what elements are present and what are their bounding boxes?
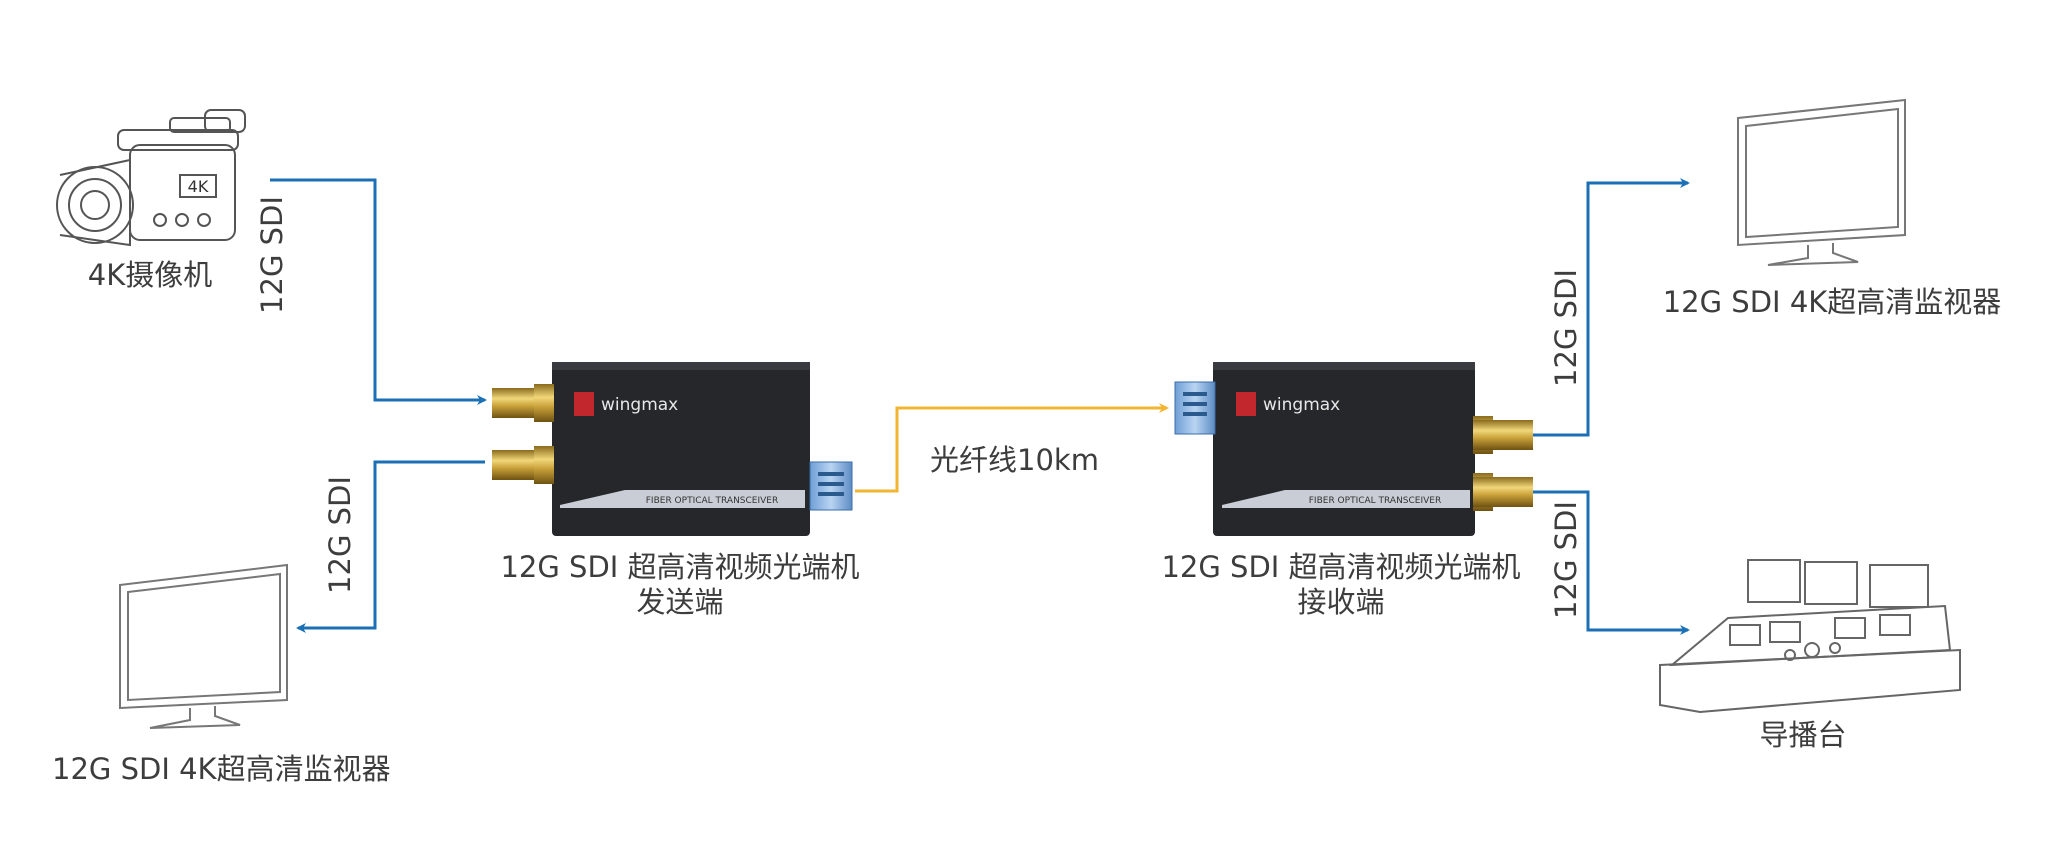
monitor-right-icon [1737,98,1906,266]
camera-label: 4K摄像机 [87,258,213,292]
receiver-caption: 12G SDI 超高清视频光端机 接收端 [1161,550,1520,620]
monitor-left-label: 12G SDI 4K超高清监视器 [52,752,391,786]
fiber-label: 光纤线10km [930,443,1099,477]
link-camera-to-transmitter [270,178,487,405]
transmitter-subtitle: 发送端 [636,584,724,619]
link-receiver-to-console [1530,490,1690,635]
transmitter-caption: 12G SDI 超高清视频光端机 发送端 [500,550,859,620]
camera-badge: 4K [188,177,209,196]
rx-to-console-label: 12G SDI [1549,501,1583,619]
receiver-device [1174,362,1533,536]
link-transmitter-to-monitor [296,460,485,633]
monitor-right-label: 12G SDI 4K超高清监视器 [1662,285,2002,319]
rx-to-monitor-label: 12G SDI [1549,269,1583,387]
transmitter-brand: wingmax [601,395,678,415]
monitor-left-icon [119,563,288,729]
console-icon [1659,559,1961,714]
receiver-subtitle: 接收端 [1297,584,1385,619]
receiver-logo-icon [1236,392,1256,416]
link-fiber [855,403,1169,493]
camera-icon [56,109,246,247]
transmitter-strip-text: FIBER OPTICAL TRANSCEIVER [646,496,779,506]
tx-to-monitor-label: 12G SDI [323,476,357,594]
receiver-title: 12G SDI 超高清视频光端机 [1161,550,1521,584]
transmitter-logo-icon [574,392,594,416]
receiver-brand: wingmax [1263,395,1340,415]
transmitter-device [492,362,853,536]
transmitter-title: 12G SDI 超高清视频光端机 [500,550,860,584]
receiver-strip-text: FIBER OPTICAL TRANSCEIVER [1309,496,1442,506]
link-receiver-to-monitor [1530,178,1690,437]
console-label: 导播台 [1759,718,1847,752]
camera-to-tx-label: 12G SDI [255,196,289,314]
